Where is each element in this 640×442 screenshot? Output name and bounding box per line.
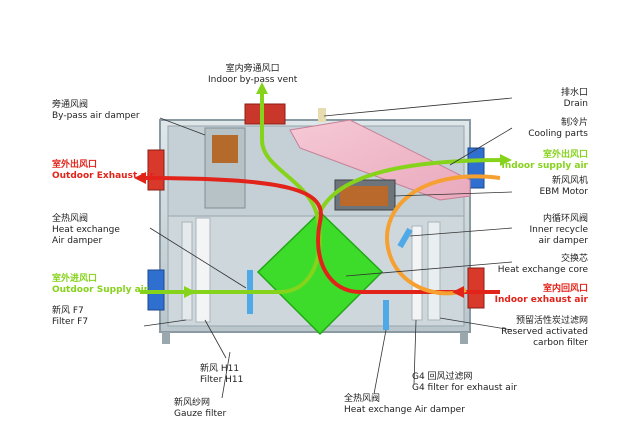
label-drain-en: Drain [563,99,588,109]
label-bypass-vent-cn: 室内旁通风口 [225,64,280,74]
label-gauze-filter: 新风纱网 Gauze filter [174,398,226,420]
label-activated-carbon-en1: Reserved activated [501,327,588,337]
label-gauze-filter-cn: 新风纱网 [174,398,211,408]
ebm-motor-fan [340,186,388,206]
label-g4-filter-en: G4 filter for exhaust air [412,383,518,393]
foot-left [162,332,170,344]
label-heat-exchange-core: 交换芯 Heat exchange core [498,254,588,276]
label-filter-f7: 新风 F7 Filter F7 [52,306,88,328]
arrow-outdoor-exhaust [134,172,146,184]
label-bypass-damper-en: By-pass air damper [52,111,140,121]
bypass-vent-duct [244,103,286,125]
label-heat-exchange-damper-bottom: 全热风阀 Heat exchange Air damper [344,394,465,416]
indoor-supply-flow [318,158,506,213]
label-filter-f7-cn: 新风 F7 [52,306,84,316]
label-activated-carbon: 预留活性炭过滤网 Reserved activated carbon filte… [501,316,588,349]
label-indoor-supply-cn: 室外出风口 [542,150,588,160]
label-drain: 排水口 Drain [561,88,588,110]
drain-pipe [318,108,326,122]
label-heat-exchange-damper-cn: 全热风阀 [52,214,89,224]
label-bypass-vent: 室内旁通风口 Indoor by-pass vent [208,64,297,86]
label-activated-carbon-en2: carbon filter [533,338,588,348]
heat-exchange-damper-bottom [383,300,389,330]
label-g4-filter: G4 回风过滤网 G4 filter for exhaust air [412,372,517,394]
exhaust-air-flow [139,176,500,294]
label-inner-recycle-en2: air damper [538,236,588,246]
label-bypass-vent-en: Indoor by-pass vent [208,75,298,85]
recycle-air-flow [385,174,501,296]
bypass-damper-blade [212,135,238,163]
arrow-fresh-in [184,286,196,298]
leader-lines [143,97,513,399]
arrow-bypass-up [256,82,268,94]
label-cooling-parts: 制冷片 Cooling parts [528,118,588,140]
label-bypass-damper-cn: 旁通风阀 [52,100,89,110]
label-drain-cn: 排水口 [560,88,588,98]
label-ebm-motor: 新风风机 EBM Motor [540,176,589,198]
filter-h11-panel [195,217,211,323]
label-heat-exchange-damper: 全热风阀 Heat exchange Air damper [52,214,120,247]
label-heat-exchange-core-cn: 交换芯 [560,254,588,264]
label-outdoor-supply: 室外进风口 Outdoor Supply air [52,274,148,296]
label-indoor-exhaust-cn: 室内回风口 [542,284,588,294]
label-heat-exchange-core-en: Heat exchange core [497,265,588,275]
cooling-parts [289,119,471,201]
label-outdoor-supply-en: Outdoor Supply air [52,285,149,295]
label-filter-h11-en: Filter H11 [200,375,244,385]
label-inner-recycle: 内循环风阀 Inner recycle air damper [530,214,588,247]
label-gauze-filter-en: Gauze filter [174,409,227,419]
carbon-filter-panel [427,221,441,321]
label-outdoor-exhaust-cn: 室外出风口 [52,160,98,170]
label-heat-exchange-damper-en1: Heat exchange [52,225,120,235]
inner-recycle-damper [397,227,413,249]
label-indoor-exhaust-en: Indoor exhaust air [494,295,588,305]
foot-right [460,332,468,344]
arrow-indoor-supply [500,154,512,166]
heat-exchange-core [256,210,384,336]
label-activated-carbon-cn: 预留活性炭过滤网 [515,316,588,326]
label-heat-exchange-damper-bottom-cn: 全热风阀 [344,394,381,404]
label-cooling-parts-cn: 制冷片 [560,118,588,128]
label-filter-h11: 新风 H11 Filter H11 [200,364,243,386]
label-inner-recycle-en1: Inner recycle [529,225,588,235]
label-ebm-motor-cn: 新风风机 [551,176,588,186]
label-inner-recycle-cn: 内循环风阀 [542,214,588,224]
label-indoor-exhaust: 室内回风口 Indoor exhaust air [495,284,588,306]
arrow-exhaust-in [452,286,464,298]
label-indoor-supply-en: Indoor supply air [501,161,588,171]
label-heat-exchange-damper-bottom-en: Heat exchange Air damper [344,405,465,415]
label-bypass-damper: 旁通风阀 By-pass air damper [52,100,140,122]
label-filter-f7-en: Filter F7 [52,317,89,327]
filter-f7-panel [181,221,193,321]
label-heat-exchange-damper-en2: Air damper [52,236,103,246]
label-outdoor-exhaust: 室外出风口 Outdoor Exhaust air [52,160,154,182]
label-filter-h11-cn: 新风 H11 [200,364,240,374]
indoor-exhaust-duct [467,267,485,309]
label-outdoor-supply-cn: 室外进风口 [52,274,98,284]
label-g4-filter-cn: G4 回风过滤网 [412,372,473,382]
label-indoor-supply: 室外出风口 Indoor supply air [502,150,588,172]
g4-filter-panel [411,225,423,321]
label-outdoor-exhaust-en: Outdoor Exhaust air [52,171,154,181]
fresh-air-flow [140,90,322,294]
label-ebm-motor-en: EBM Motor [539,187,589,197]
label-cooling-parts-en: Cooling parts [528,129,588,139]
